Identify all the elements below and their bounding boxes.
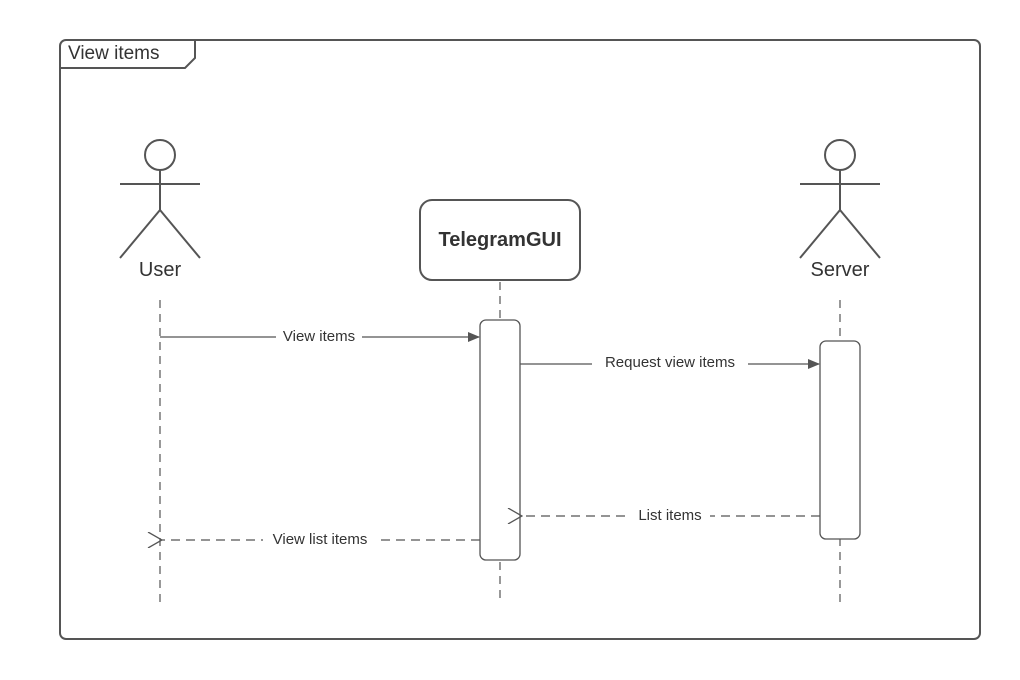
frame-title-tab (60, 40, 196, 69)
participant-label-gui: TelegramGUI (439, 229, 562, 251)
frame-title: View items (68, 43, 160, 64)
message-label: List items (638, 507, 701, 524)
message-view-list-items: View list items (162, 529, 480, 549)
message-view-items: View items (160, 326, 480, 346)
actor-icon (799, 139, 881, 259)
message-label: View list items (273, 531, 368, 548)
message-label: View items (283, 328, 355, 345)
message-label: Request view items (605, 354, 735, 371)
participant-label-server: Server (811, 259, 870, 281)
actor-icon (119, 139, 201, 259)
frame (59, 39, 981, 640)
activation-bar-gui (479, 319, 521, 561)
participant-server: Server (799, 139, 881, 281)
participant-gui: TelegramGUI (419, 199, 581, 281)
participant-label-user: User (139, 259, 182, 281)
message-list-items: List items (522, 505, 820, 525)
participant-box-gui (419, 199, 581, 281)
participant-user: User (119, 139, 201, 281)
activation-bar-server (819, 340, 861, 540)
message-request-view-items: Request view items (520, 352, 820, 372)
